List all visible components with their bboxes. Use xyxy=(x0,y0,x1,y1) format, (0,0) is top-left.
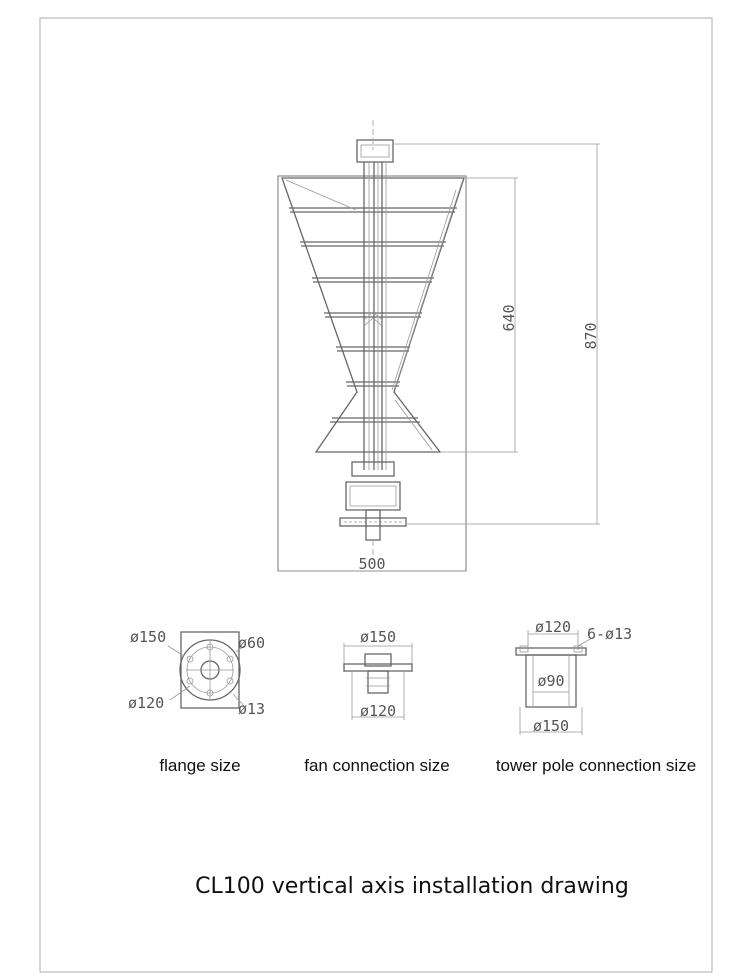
dimension-lines xyxy=(278,143,600,572)
dim-width-500: 500 xyxy=(358,555,385,573)
fan-connection-caption: fan connection size xyxy=(304,756,450,775)
blade-ribs xyxy=(289,207,457,423)
tower-dia-150: ø150 xyxy=(533,717,569,735)
turbine-bounding-frame xyxy=(277,175,467,572)
generator-housing xyxy=(339,461,407,560)
tower-dia-120: ø120 xyxy=(535,618,571,636)
turbine-elevation-view: 870 640 500 xyxy=(277,120,600,573)
tower-pole-caption: tower pole connection size xyxy=(496,756,696,775)
drawing-title: CL100 vertical axis installation drawing xyxy=(195,874,629,899)
flange-dia-13: ø13 xyxy=(238,700,265,718)
fan-connection-view: ø150 ø120 fan connection size xyxy=(304,628,450,775)
flange-caption: flange size xyxy=(159,756,240,775)
tower-pole-connection-view: ø120 6-ø13 ø90 ø150 tower pole connectio… xyxy=(496,618,696,775)
flange-size-view: ø150 ø60 ø120 ø13 flange size xyxy=(128,628,265,775)
fan-dia-150: ø150 xyxy=(360,628,396,646)
central-shaft xyxy=(356,120,394,470)
blade-diagonals xyxy=(285,179,463,451)
tower-holes-6x13: 6-ø13 xyxy=(587,625,632,643)
flange-dia-120: ø120 xyxy=(128,694,164,712)
blade-outline xyxy=(281,177,465,453)
flange-dia-150: ø150 xyxy=(130,628,166,646)
sheet-border xyxy=(39,17,713,973)
flange-dia-60: ø60 xyxy=(238,634,265,652)
dim-height-870: 870 xyxy=(582,322,600,349)
tower-dia-90: ø90 xyxy=(537,672,564,690)
dim-blade-640: 640 xyxy=(500,304,518,331)
fan-dia-120: ø120 xyxy=(360,702,396,720)
